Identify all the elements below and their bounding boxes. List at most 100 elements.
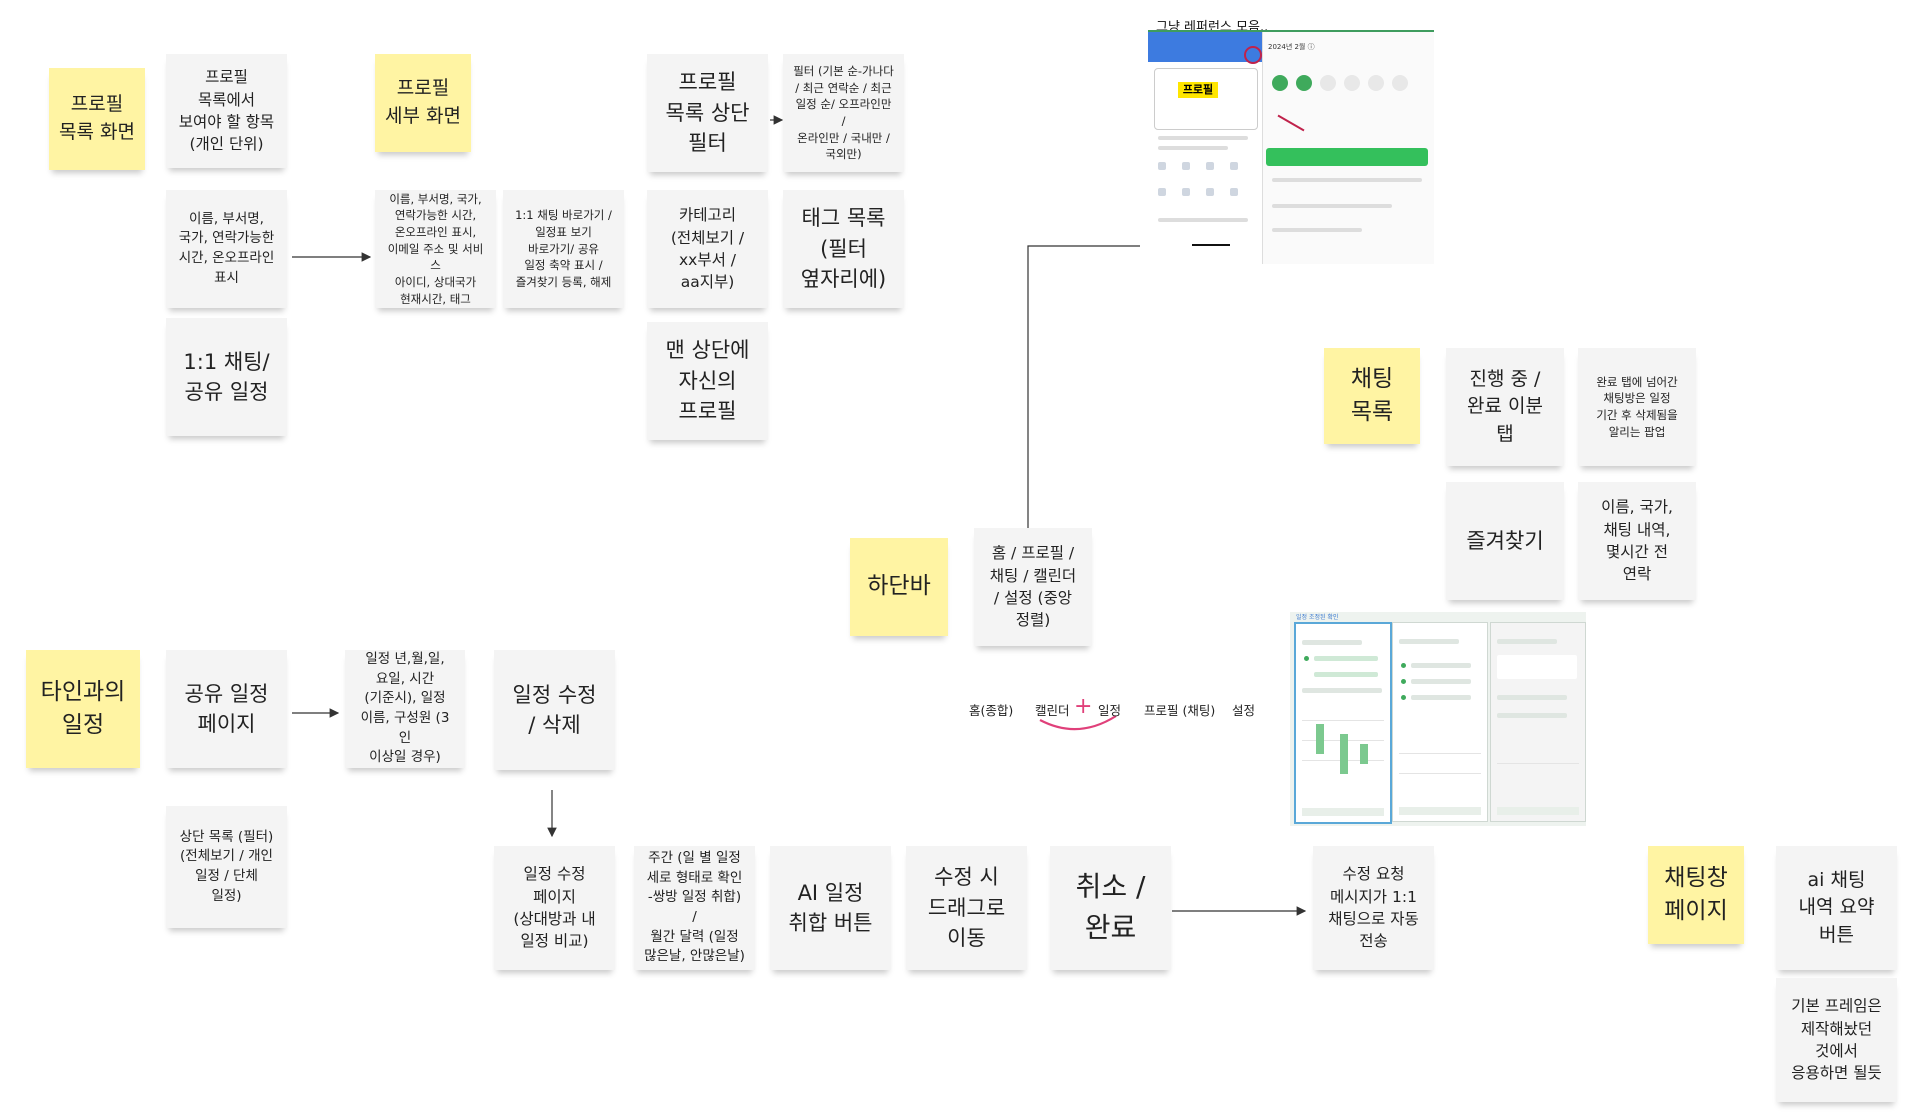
note-text: 완료 탭에 넘어간 채팅방은 일정 기간 후 삭제됨을 알리는 팝업 bbox=[1596, 374, 1678, 439]
note-bottom-bar[interactable]: 하단바 bbox=[850, 538, 948, 636]
arrow-bottombar-to-reference bbox=[1027, 245, 1140, 538]
note-ai-summary[interactable]: ai 채팅 내역 요약 버튼 bbox=[1776, 846, 1897, 970]
note-shared-schedule-fields[interactable]: 일정 년,월,일, 요일, 시간 (기준시), 일정 이름, 구성원 (3인 이… bbox=[345, 650, 465, 768]
ref2-caption: 일정 조정된 확인 bbox=[1296, 614, 1339, 621]
note-shared-schedule-page[interactable]: 공유 일정 페이지 bbox=[166, 650, 287, 768]
note-text: 맨 상단에 자신의 프로필 bbox=[665, 338, 750, 424]
ref2-nav bbox=[1399, 807, 1481, 815]
note-text: 홈 / 프로필 / 채팅 / 캘린더 / 설정 (중앙 정렬) bbox=[989, 544, 1077, 630]
note-weekly-view[interactable]: 주간 (일 별 일정 세로 형태로 확인 -쌍방 일정 취합) / 월간 달력 … bbox=[634, 846, 755, 970]
note-edit-page[interactable]: 일정 수정 페이지 (상대방과 내 일정 비교) bbox=[494, 846, 615, 970]
note-text: 수정 시 드래그로 이동 bbox=[927, 865, 1006, 951]
note-text: 프로필 목록 상단 필터 bbox=[665, 70, 750, 156]
note-my-profile-top[interactable]: 맨 상단에 자신의 프로필 bbox=[647, 322, 768, 440]
ref2-gridline bbox=[1399, 773, 1481, 774]
note-text: ai 채팅 내역 요약 버튼 bbox=[1798, 868, 1875, 946]
ref1-day-circle bbox=[1368, 75, 1384, 91]
note-chat-complete-popup[interactable]: 완료 탭에 넘어간 채팅방은 일정 기간 후 삭제됨을 알리는 팝업 bbox=[1578, 348, 1696, 466]
ref1-icon bbox=[1206, 188, 1214, 196]
ref1-day-circle bbox=[1272, 75, 1288, 91]
note-drag-move[interactable]: 수정 시 드래그로 이동 bbox=[906, 846, 1027, 970]
note-text: 진행 중 / 완료 이분 탭 bbox=[1467, 367, 1543, 445]
note-text: 이름, 부서명, 국가, 연락가능한 시간, 온오프라인 표시 bbox=[178, 210, 275, 286]
ref2-gridline bbox=[1497, 763, 1579, 764]
nav-plus-mark: + bbox=[1074, 694, 1093, 719]
note-profile-detail-screen[interactable]: 프로필 세부 화면 bbox=[375, 54, 471, 152]
ref1-icon bbox=[1158, 188, 1166, 196]
ref2-green-dot bbox=[1304, 656, 1309, 661]
note-text: 프로필 세부 화면 bbox=[385, 77, 461, 127]
note-cancel-done[interactable]: 취소 / 완료 bbox=[1050, 846, 1171, 970]
ref2-nav bbox=[1302, 808, 1384, 816]
note-chat-share[interactable]: 1:1 채팅/ 공유 일정 bbox=[166, 318, 287, 436]
note-text: 일정 년,월,일, 요일, 시간 (기준시), 일정 이름, 구성원 (3인 이… bbox=[360, 651, 450, 766]
note-profile-list-fields[interactable]: 이름, 부서명, 국가, 연락가능한 시간, 온오프라인 표시 bbox=[166, 190, 287, 308]
ref1-day-circle bbox=[1296, 75, 1312, 91]
ref2-row bbox=[1399, 639, 1459, 644]
note-text: 이름, 부서명, 국가, 연락가능한 시간, 온오프라인 표시, 이메일 주소 … bbox=[387, 191, 484, 306]
note-list-top-filter[interactable]: 프로필 목록 상단 필터 bbox=[647, 54, 768, 172]
note-chat-list[interactable]: 채팅 목록 bbox=[1324, 348, 1420, 444]
note-edit-request[interactable]: 수정 요청 메시지가 1:1 채팅으로 자동 전송 bbox=[1313, 846, 1434, 970]
ref2-row bbox=[1302, 688, 1382, 693]
ref1-date-label: 2024년 2월 ⓘ bbox=[1268, 43, 1315, 51]
ref1-profile-card bbox=[1154, 68, 1258, 130]
note-chat-list-fields[interactable]: 이름, 국가, 채팅 내역, 몇시간 전 연락 bbox=[1578, 482, 1696, 600]
note-text: 기본 프레임은 제작해놨던 것에서 응용하면 될듯 bbox=[1791, 997, 1882, 1083]
ref1-line bbox=[1272, 178, 1422, 182]
ref2-row bbox=[1411, 663, 1471, 668]
note-filter-detail[interactable]: 필터 (기본 순-가나다 / 최근 연락순 / 최근 일정 순/ 오프라인만 /… bbox=[783, 54, 904, 172]
note-edit-delete[interactable]: 일정 수정 / 삭제 bbox=[494, 650, 615, 770]
note-shared-top-list[interactable]: 상단 목록 (필터) (전체보기 / 개인 일정 / 단체 일정) bbox=[166, 806, 287, 928]
ref1-icon bbox=[1182, 162, 1190, 170]
ref2-phone bbox=[1490, 622, 1586, 822]
note-text: 1:1 채팅/ 공유 일정 bbox=[183, 349, 270, 404]
note-base-frame[interactable]: 기본 프레임은 제작해놨던 것에서 응용하면 될듯 bbox=[1776, 978, 1897, 1102]
note-text: 이름, 국가, 채팅 내역, 몇시간 전 연락 bbox=[1601, 498, 1673, 584]
note-text: 즐겨찾기 bbox=[1466, 528, 1544, 553]
ref2-bar bbox=[1316, 724, 1324, 754]
ref1-tab-underline bbox=[1192, 244, 1230, 246]
note-profile-detail-actions[interactable]: 1:1 채팅 바로가기 / 일정표 보기 바로가기/ 공유 일정 축약 표시 /… bbox=[503, 190, 624, 308]
ref2-row bbox=[1497, 713, 1567, 718]
note-text: 프로필 목록에서 보여야 할 항목 (개인 단위) bbox=[178, 68, 275, 154]
note-chat-tabs[interactable]: 진행 중 / 완료 이분 탭 bbox=[1446, 348, 1564, 466]
ref2-gridline bbox=[1399, 753, 1481, 754]
note-text: 카테고리 (전체보기 / xx부서 / aa지부) bbox=[670, 206, 745, 292]
ref1-left-panel: 프로필 bbox=[1148, 32, 1263, 264]
ref1-day-circle bbox=[1320, 75, 1336, 91]
ref2-row bbox=[1302, 640, 1362, 645]
ref2-row bbox=[1497, 639, 1557, 644]
ref2-row bbox=[1314, 656, 1378, 661]
note-schedule-with-others[interactable]: 타인과의 일정 bbox=[26, 650, 140, 768]
ref2-gridline bbox=[1302, 720, 1384, 721]
note-profile-list-items[interactable]: 프로필 목록에서 보여야 할 항목 (개인 단위) bbox=[166, 54, 287, 168]
ref2-row bbox=[1497, 655, 1577, 679]
note-chat-window-page[interactable]: 채팅창 페이지 bbox=[1648, 846, 1744, 944]
ref1-icon bbox=[1158, 162, 1166, 170]
note-ai-collect[interactable]: AI 일정 취합 버튼 bbox=[770, 846, 891, 970]
note-text: 공유 일정 페이지 bbox=[184, 681, 269, 736]
note-profile-detail-fields[interactable]: 이름, 부서명, 국가, 연락가능한 시간, 온오프라인 표시, 이메일 주소 … bbox=[375, 190, 496, 308]
note-category[interactable]: 카테고리 (전체보기 / xx부서 / aa지부) bbox=[647, 190, 768, 308]
note-text: 필터 (기본 순-가나다 / 최근 연락순 / 최근 일정 순/ 오프라인만 /… bbox=[793, 63, 894, 162]
nav-label-home: 홈(종합) bbox=[969, 703, 1014, 718]
nav-label-calendar: 캘린더 bbox=[1035, 703, 1070, 718]
note-favorites[interactable]: 즐겨찾기 bbox=[1446, 482, 1564, 600]
note-tag-list[interactable]: 태그 목록 (필터 옆자리에) bbox=[783, 190, 904, 308]
ref1-icon bbox=[1182, 188, 1190, 196]
ref1-icon bbox=[1230, 162, 1238, 170]
note-text: 1:1 채팅 바로가기 / 일정표 보기 바로가기/ 공유 일정 축약 표시 /… bbox=[515, 208, 612, 289]
note-text: 취소 / 완료 bbox=[1075, 870, 1146, 944]
note-profile-list-screen[interactable]: 프로필 목록 화면 bbox=[49, 68, 145, 170]
ref1-icon bbox=[1230, 188, 1238, 196]
ref1-highlight-circle bbox=[1244, 46, 1262, 64]
note-text: AI 일정 취합 버튼 bbox=[788, 880, 873, 935]
note-text: 하단바 bbox=[867, 573, 931, 600]
note-bottom-bar-items[interactable]: 홈 / 프로필 / 채팅 / 캘린더 / 설정 (중앙 정렬) bbox=[974, 528, 1092, 646]
reference-screenshot-schedule: 일정 조정된 확인 bbox=[1290, 612, 1586, 826]
note-text: 일정 수정 / 삭제 bbox=[512, 682, 597, 737]
ref2-bar bbox=[1360, 744, 1368, 764]
note-text: 채팅창 페이지 bbox=[1664, 864, 1728, 924]
